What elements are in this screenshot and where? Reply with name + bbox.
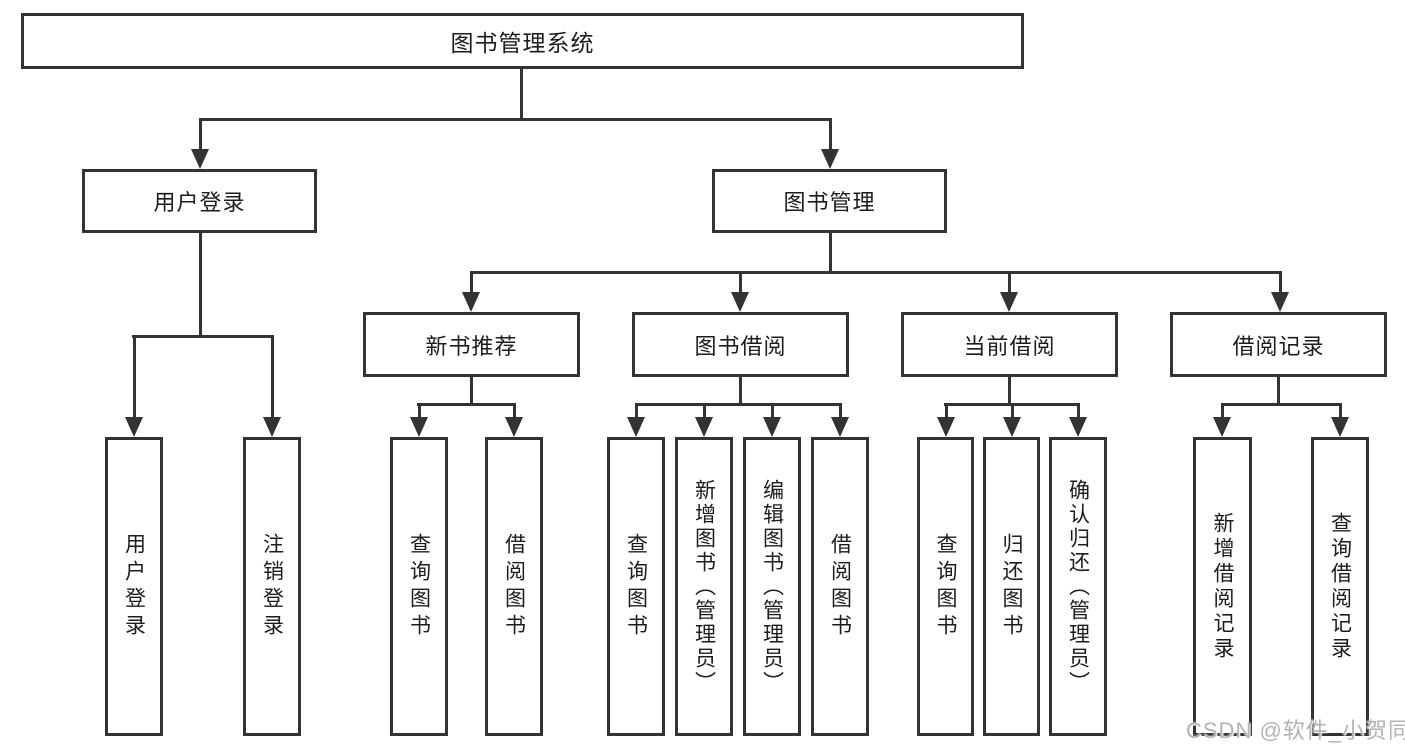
connector-leaf-6 — [839, 403, 842, 421]
connector-new-book-branch — [417, 403, 516, 406]
arrowhead-borrowing-records — [1271, 292, 1289, 312]
node-library-system: 图书管理系统 — [21, 13, 1024, 69]
connector-book-borrowing-branch — [635, 403, 841, 406]
connector-leaf-5 — [771, 403, 774, 421]
arrowhead-book-management — [821, 149, 839, 169]
arrowhead-book-borrowing — [731, 292, 749, 312]
connector-user-stem — [199, 233, 202, 337]
arrowhead-leaf-9 — [1069, 417, 1087, 437]
arrowhead-leaf-10 — [1213, 417, 1231, 437]
connector-borrowing-records-stem — [1277, 377, 1280, 405]
connector-book-borrowing-stem — [739, 377, 742, 405]
connector-current-borrowing-stem — [1008, 377, 1011, 405]
arrowhead-current-borrowing — [1000, 292, 1018, 312]
connector-leaf-7 — [945, 403, 948, 421]
arrowhead-leaf-user-login — [125, 417, 143, 437]
arrowhead-user-login — [191, 149, 209, 169]
leaf-search-borrow-record: 查询借阅记录 — [1311, 437, 1369, 736]
connector-leaf-4 — [703, 403, 706, 421]
arrowhead-leaf-11 — [1331, 417, 1349, 437]
leaf-add-book-admin: 新增图书（管理员） — [675, 437, 733, 736]
connector-leaf-10 — [1221, 403, 1224, 421]
connector-leaf-3 — [635, 403, 638, 421]
leaf-edit-book-admin: 编辑图书（管理员） — [743, 437, 801, 736]
connector-level3-branch — [470, 271, 1281, 274]
arrowhead-leaf-6 — [831, 417, 849, 437]
arrowhead-new-book — [462, 292, 480, 312]
connector-to-current-borrowing — [1008, 271, 1011, 295]
connector-book-stem — [829, 233, 832, 274]
leaf-search-books-2: 查询图书 — [607, 437, 665, 736]
leaf-borrow-books-1: 借阅图书 — [485, 437, 543, 736]
node-borrowing-records: 借阅记录 — [1170, 312, 1387, 377]
connector-level2-branch — [199, 118, 832, 121]
connector-leaf-9 — [1077, 403, 1080, 421]
connector-user-branch — [132, 335, 274, 338]
connector-borrowing-records-branch — [1221, 403, 1341, 406]
connector-to-book-management — [829, 118, 832, 154]
leaf-logout: 注销登录 — [243, 437, 301, 736]
watermark: CSDN @软件_小贺同学 — [1186, 718, 1405, 743]
connector-new-book-stem — [470, 377, 473, 405]
node-book-borrowing: 图书借阅 — [632, 312, 849, 377]
arrowhead-leaf-4 — [695, 417, 713, 437]
node-user-login: 用户登录 — [82, 169, 317, 233]
connector-to-leaf-logout — [271, 335, 274, 420]
connector-leaf-1 — [418, 403, 421, 421]
connector-to-borrowing-records — [1279, 271, 1282, 295]
arrowhead-leaf-5 — [763, 417, 781, 437]
arrowhead-leaf-7 — [937, 417, 955, 437]
connector-leaf-2 — [513, 403, 516, 421]
leaf-user-login: 用户登录 — [105, 437, 163, 736]
leaf-add-borrow-record: 新增借阅记录 — [1193, 437, 1252, 736]
leaf-return-books: 归还图书 — [983, 437, 1040, 736]
leaf-search-books-3: 查询图书 — [917, 437, 974, 736]
leaf-confirm-return-admin: 确认归还（管理员） — [1049, 437, 1107, 736]
node-current-borrowing: 当前借阅 — [901, 312, 1118, 377]
arrowhead-leaf-1 — [410, 417, 428, 437]
connector-to-user-login — [199, 118, 202, 154]
arrowhead-leaf-8 — [1003, 417, 1021, 437]
arrowhead-leaf-2 — [505, 417, 523, 437]
arrowhead-leaf-logout — [263, 417, 281, 437]
leaf-search-books-1: 查询图书 — [390, 437, 448, 736]
connector-to-new-book — [470, 271, 473, 295]
node-book-management: 图书管理 — [712, 169, 947, 233]
connector-to-leaf-user-login — [133, 335, 136, 420]
connector-to-book-borrowing — [739, 271, 742, 295]
node-new-book-recommendation: 新书推荐 — [363, 312, 580, 377]
leaf-borrow-books-2: 借阅图书 — [811, 437, 869, 736]
connector-leaf-11 — [1339, 403, 1342, 421]
connector-root-stem — [520, 69, 523, 120]
connector-leaf-8 — [1011, 403, 1014, 421]
arrowhead-leaf-3 — [627, 417, 645, 437]
